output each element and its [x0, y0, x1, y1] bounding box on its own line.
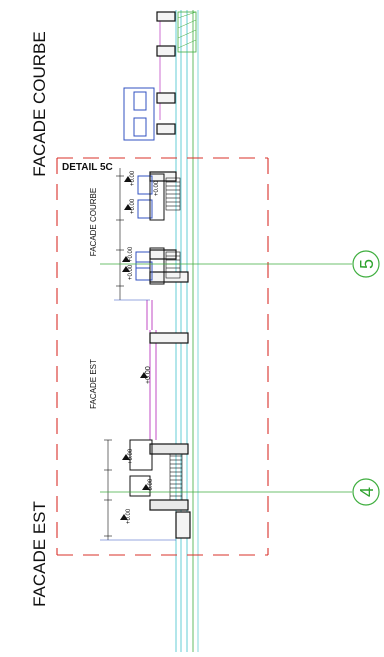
level-label: +0.00 — [148, 478, 154, 494]
wall-lines — [146, 10, 199, 652]
dimension-chains — [100, 168, 176, 541]
level-markers — [120, 176, 150, 520]
level-label: +0.00 — [130, 170, 136, 186]
axis-5-number: 5 — [357, 259, 377, 269]
level-texts: +0.00 +0.00 +0.00 +0.00 +0.00 +0.00 +0.0… — [126, 170, 160, 524]
title-facade-est: FACADE EST — [30, 501, 49, 607]
level-label: +0.00 — [126, 508, 132, 524]
window-profiles — [123, 87, 165, 497]
level-label: +0.00 — [154, 180, 160, 196]
detail-frame — [56, 157, 269, 556]
level-label: +0.00 — [128, 264, 134, 280]
grid-axes — [100, 250, 380, 506]
title-facade-courbe: FACADE COURBE — [30, 31, 49, 176]
level-label: +0.00 — [128, 246, 134, 262]
inner-label-facade-est: FACADE EST — [89, 359, 98, 409]
axis-4-number: 4 — [357, 487, 377, 497]
center-level-label: +0.00 — [145, 366, 152, 384]
level-label: +0.00 — [128, 448, 134, 464]
hatched-blocks — [149, 177, 189, 511]
detail-label: DETAIL 5C — [62, 162, 113, 173]
top-hatched-column — [177, 11, 197, 53]
column-posts — [149, 11, 191, 539]
inner-label-facade-courbe: FACADE COURBE — [89, 188, 98, 256]
level-label: +0.00 — [130, 198, 136, 214]
